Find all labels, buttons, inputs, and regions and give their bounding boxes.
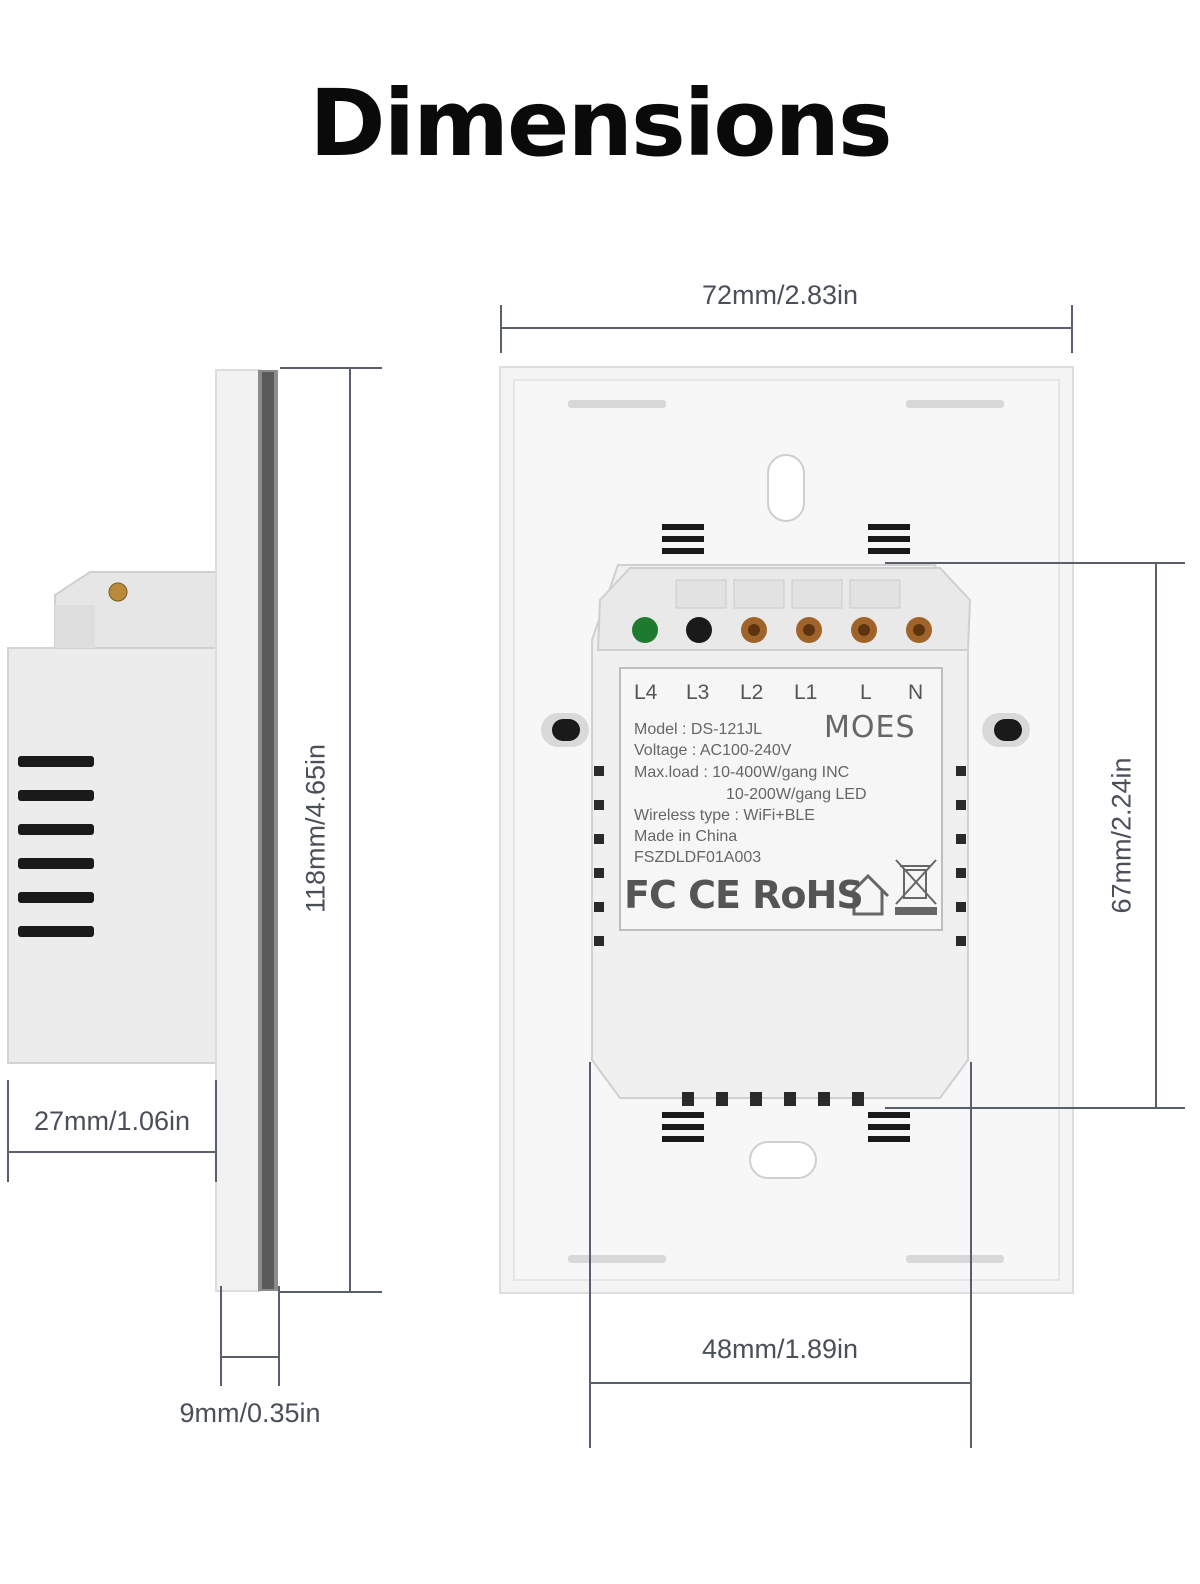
certification-marks: FC CE RoHS	[624, 873, 864, 917]
box-width-dimension-tick	[970, 1062, 972, 1448]
label-line: FSZDLDF01A003	[634, 849, 762, 866]
terminal-labels: L4 L3 L2 L1 L N	[628, 681, 938, 709]
side-view	[7, 369, 278, 1292]
terminal-label: L2	[740, 681, 764, 704]
width-dimension-tick	[1071, 305, 1073, 353]
box-width-dimension-label: 48mm/1.89in	[701, 1334, 859, 1364]
box-height-dimension-tick	[885, 562, 1185, 564]
height-dimension-tick	[280, 1291, 382, 1293]
box-width-dimension-tick	[589, 1062, 591, 1448]
box-depth-dimension-label: 27mm/1.06in	[33, 1106, 191, 1136]
terminal-label: N	[908, 681, 924, 704]
height-dimension-line	[349, 368, 351, 1292]
thickness-dimension-label: 9mm/0.35in	[179, 1398, 321, 1428]
box-height-dimension-label: 67mm/2.24in	[1106, 757, 1137, 914]
label-line: Made in China	[634, 828, 738, 845]
height-dimension-tick	[280, 367, 382, 369]
box-height-dimension-line	[1155, 563, 1157, 1108]
thickness-dimension-tick	[220, 1286, 222, 1386]
label-line: Max.load : 10-400W/gang INC	[634, 764, 850, 781]
terminal-label: L1	[794, 681, 818, 704]
house-icon	[846, 873, 890, 916]
width-dimension-tick	[500, 305, 502, 353]
box-height-dimension-tick	[885, 1107, 1185, 1109]
height-dimension-label: 118mm/4.65in	[300, 743, 331, 914]
box-depth-dimension-line	[8, 1151, 216, 1153]
width-dimension-line	[500, 327, 1073, 329]
terminal-label: L3	[686, 681, 710, 704]
label-line: 10-200W/gang LED	[726, 786, 867, 803]
label-line: Model : DS-121JL	[634, 721, 763, 738]
thickness-dimension-line	[220, 1356, 280, 1358]
label-line: Wireless type : WiFi+BLE	[634, 807, 815, 824]
box-width-dimension-line	[590, 1382, 972, 1384]
width-dimension-label: 72mm/2.83in	[701, 280, 859, 310]
label-line: Voltage : AC100-240V	[634, 742, 792, 759]
rear-view	[499, 366, 1074, 1294]
weee-bin-icon	[895, 859, 937, 915]
terminal-label: L	[860, 681, 872, 704]
page-title: Dimensions	[309, 70, 892, 177]
box-depth-dimension-tick	[7, 1080, 9, 1182]
brand-logo: MOES	[824, 710, 916, 745]
terminal-label: L4	[634, 681, 658, 704]
box-depth-dimension-tick	[215, 1080, 217, 1182]
thickness-dimension-tick	[278, 1286, 280, 1386]
